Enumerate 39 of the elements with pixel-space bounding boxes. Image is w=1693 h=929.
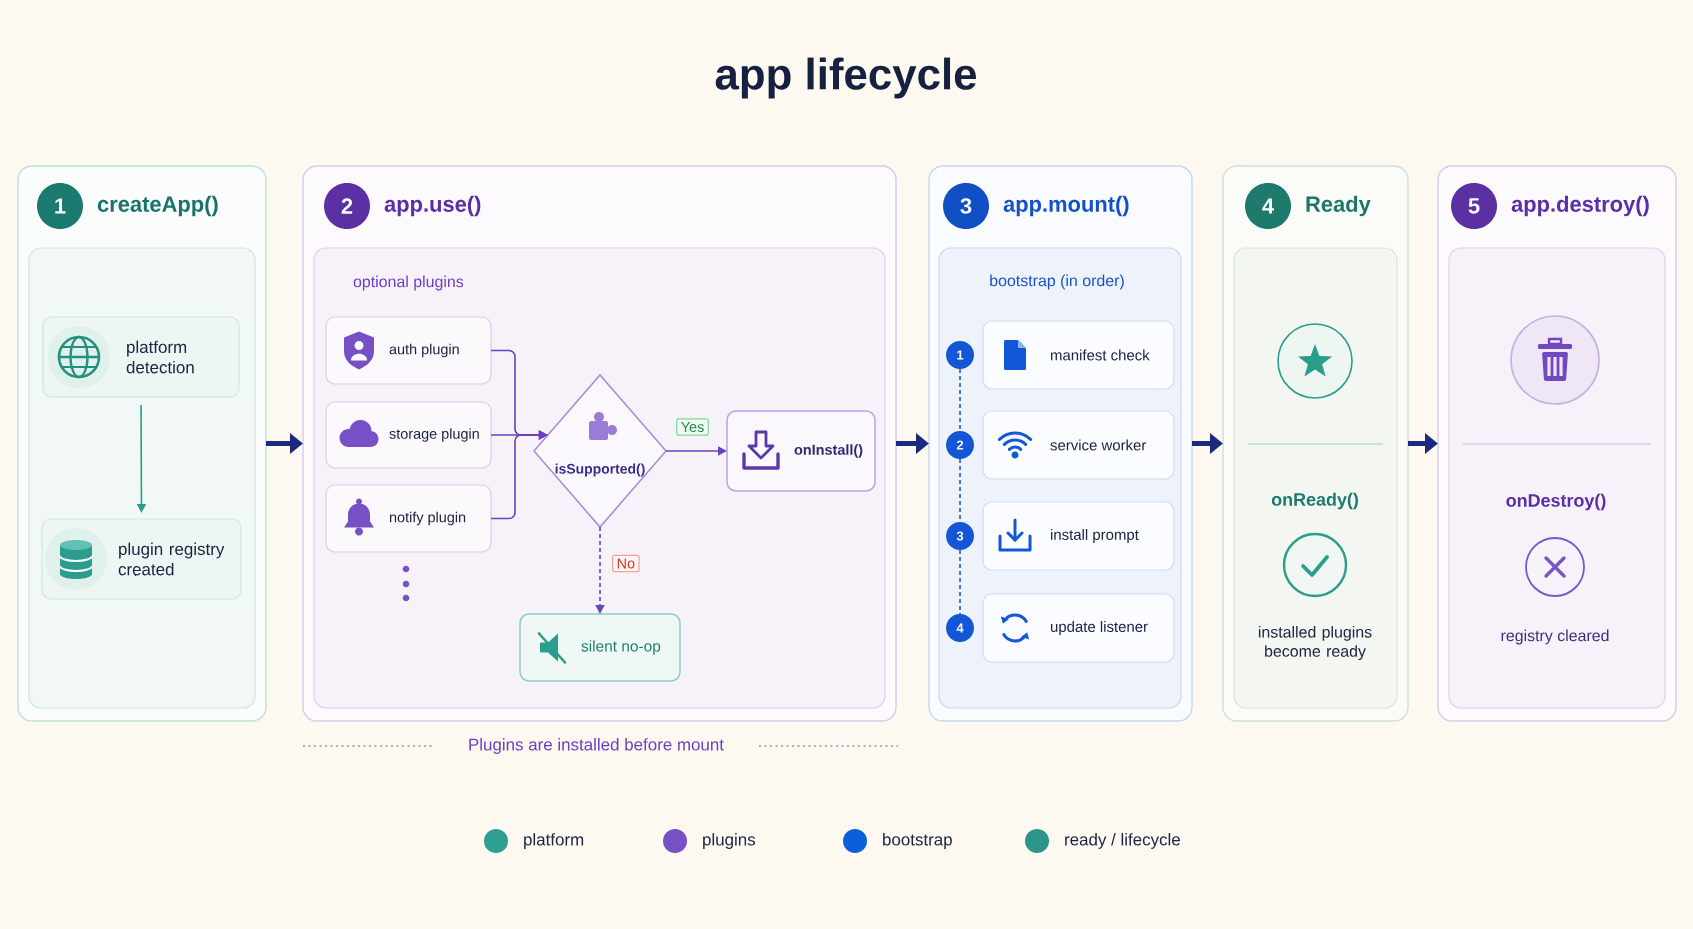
legend-label: ready / lifecycle (1065, 833, 1180, 849)
number-badge: 2 (946, 431, 974, 459)
edge-label: No (612, 554, 640, 573)
note-text: Plugins are installed before mount (469, 738, 724, 754)
connector-line (959, 549, 961, 615)
connector-line (959, 368, 961, 432)
step-box: service worker (982, 410, 1175, 480)
hook-name: onReady() (1271, 492, 1358, 510)
step-box: install prompt (982, 501, 1175, 571)
legend-label: plugins (703, 833, 756, 849)
stage-title: createApp() (97, 195, 218, 217)
hook-name: onDestroy() (1506, 493, 1606, 511)
stage-title: app.destroy() (1511, 195, 1649, 217)
description-text: installed plugins become ready (1258, 626, 1372, 660)
legend-label: platform (524, 833, 584, 849)
stage-title: Ready (1306, 195, 1371, 217)
number-badge: 3 (946, 522, 974, 550)
step-box: manifest check (982, 320, 1175, 390)
description-text: registry cleared (1501, 629, 1609, 645)
number-badge: 1 (37, 183, 83, 229)
stage-title: app.use() (384, 195, 481, 217)
number-badge: 1 (946, 341, 974, 369)
legend-label: bootstrap (883, 833, 952, 849)
plugin-box: storage plugin (325, 401, 492, 469)
number-badge: 4 (946, 614, 974, 642)
number-badge: 2 (324, 183, 370, 229)
step-box: update listener (982, 593, 1175, 663)
plugin-box: notify plugin (325, 484, 492, 553)
edge-label: Yes (676, 418, 709, 436)
stage-title: app.mount() (1003, 195, 1129, 217)
number-badge: 5 (1451, 183, 1497, 229)
section-label: optional plugins (353, 275, 464, 291)
process-box: onInstall() (726, 410, 876, 492)
result-box: silent no-op (519, 613, 681, 682)
section-label: bootstrap (in order) (990, 274, 1124, 290)
number-badge: 3 (943, 183, 989, 229)
title: app lifecycle (715, 57, 977, 99)
number-badge: 4 (1245, 183, 1291, 229)
plugin-box: auth plugin (325, 316, 492, 385)
